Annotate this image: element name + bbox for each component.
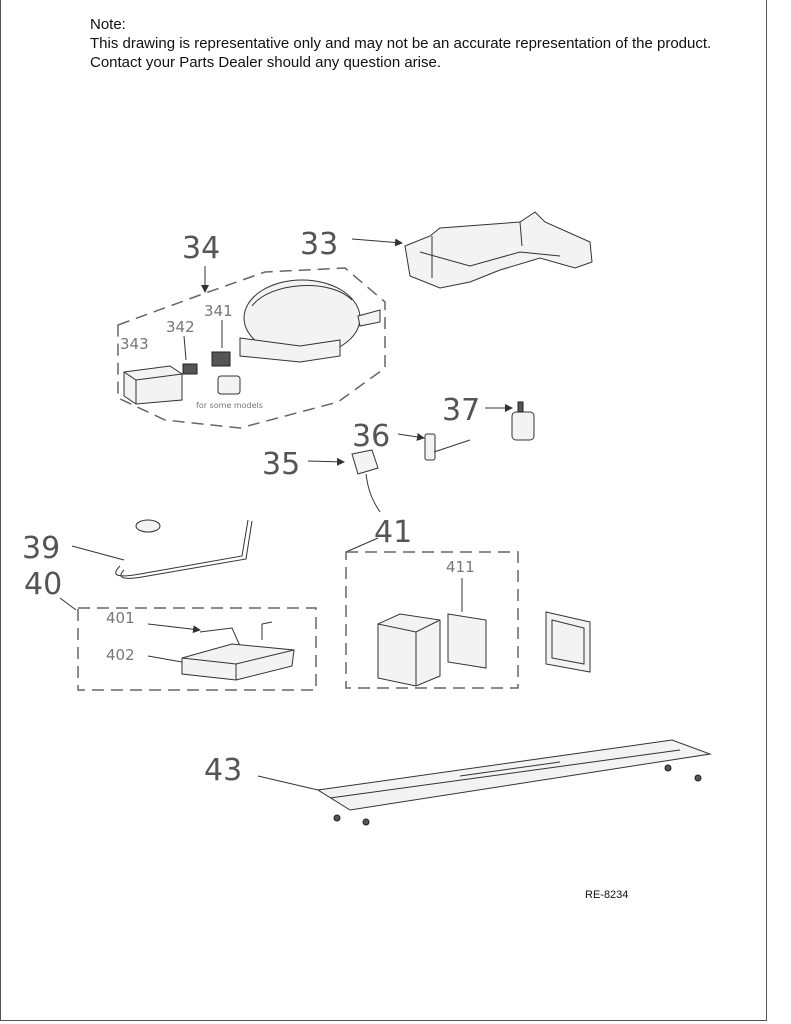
- group-34-outline: [117, 267, 386, 429]
- callout-40: 40: [24, 567, 62, 602]
- callout-33: 33: [300, 227, 338, 262]
- part-41-control-box: [377, 613, 441, 687]
- part-402-pan: [181, 643, 295, 681]
- callout-342: 342: [166, 318, 195, 336]
- callout-43: 43: [204, 753, 242, 788]
- callout-411: 411: [446, 558, 475, 576]
- callout-343: 343: [120, 335, 149, 353]
- part-34-compressor: [239, 279, 381, 363]
- callout-401: 401: [106, 609, 135, 627]
- part-411-cover-plate: [447, 613, 487, 669]
- part-34-terminal-cover: [217, 375, 241, 395]
- callout-341: 341: [204, 302, 233, 320]
- callout-40-leader: [59, 597, 77, 611]
- callout-39-leader: [71, 545, 125, 561]
- callout-43-leader: [257, 775, 319, 791]
- part-343-start-device: [123, 365, 183, 405]
- callout-33-leader: [351, 238, 403, 247]
- part-401-tube: [199, 621, 273, 647]
- part-35-power-cord: [351, 449, 381, 513]
- note-line-2: Contact your Parts Dealer should any que…: [90, 54, 442, 71]
- disclaimer-note: Note: This drawing is representative onl…: [90, 15, 711, 72]
- callout-402-leader: [147, 655, 183, 663]
- callout-37: 37: [442, 393, 480, 428]
- callout-34: 34: [182, 231, 220, 266]
- part-37-component: [511, 401, 535, 441]
- callout-41: 41: [374, 515, 412, 550]
- page-frame: [0, 0, 767, 1021]
- callout-35: 35: [262, 447, 300, 482]
- callout-401-leader: [147, 623, 201, 634]
- callout-41-leader: [345, 537, 379, 553]
- document-id: RE-8234: [585, 889, 629, 901]
- callout-342-leader: [183, 335, 187, 361]
- note-line-1: This drawing is representative only and …: [90, 35, 712, 52]
- part-43-base-rail: [316, 739, 712, 826]
- part-341-overload: [211, 351, 231, 367]
- callout-39: 39: [22, 531, 60, 566]
- group-41-outline: [345, 551, 519, 689]
- note-heading: Note:: [90, 16, 126, 33]
- part-39-tube: [115, 519, 253, 579]
- part-342-relay: [182, 363, 198, 375]
- callout-402: 402: [106, 646, 135, 664]
- callout-36: 36: [352, 419, 390, 454]
- callout-36-leader: [397, 432, 425, 441]
- part-41-board: [545, 611, 591, 673]
- part-36-drier: [424, 433, 471, 461]
- compressor-note-text: for some models: [196, 401, 263, 410]
- part-33-base-tray: [404, 211, 593, 289]
- group-40-outline: [77, 607, 317, 691]
- callout-35-leader: [307, 457, 345, 466]
